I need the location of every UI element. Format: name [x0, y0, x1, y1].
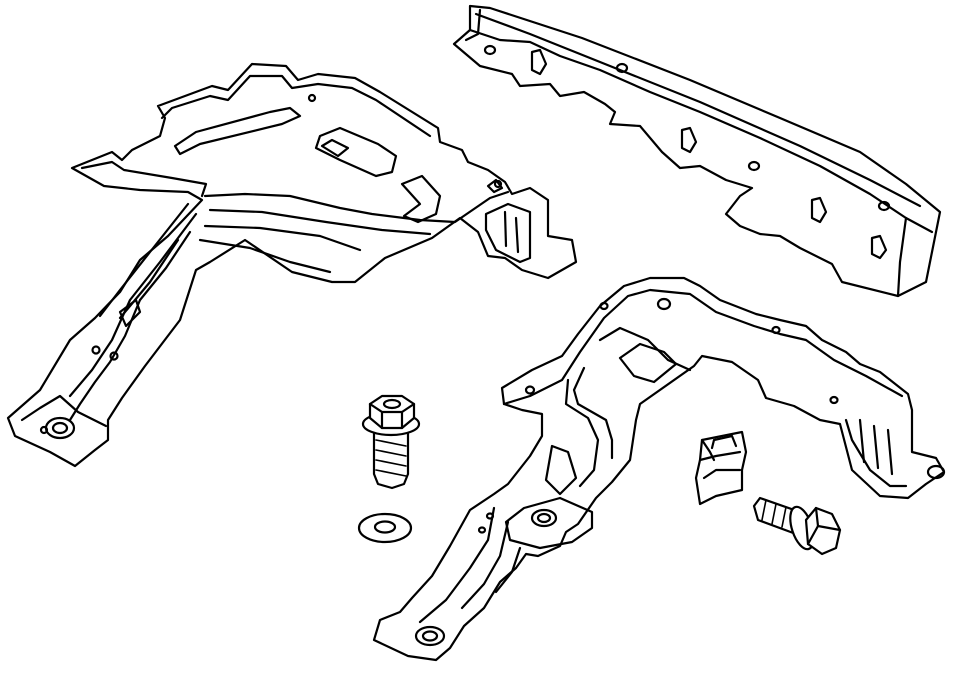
left-bracket: [6, 62, 578, 468]
flange-bolt-angled: [752, 496, 842, 556]
rear-rail: [452, 4, 942, 298]
right-bracket: [372, 276, 946, 662]
clip-nut: [694, 430, 748, 506]
flange-bolt-vertical: [361, 394, 421, 490]
washer: [357, 512, 413, 544]
